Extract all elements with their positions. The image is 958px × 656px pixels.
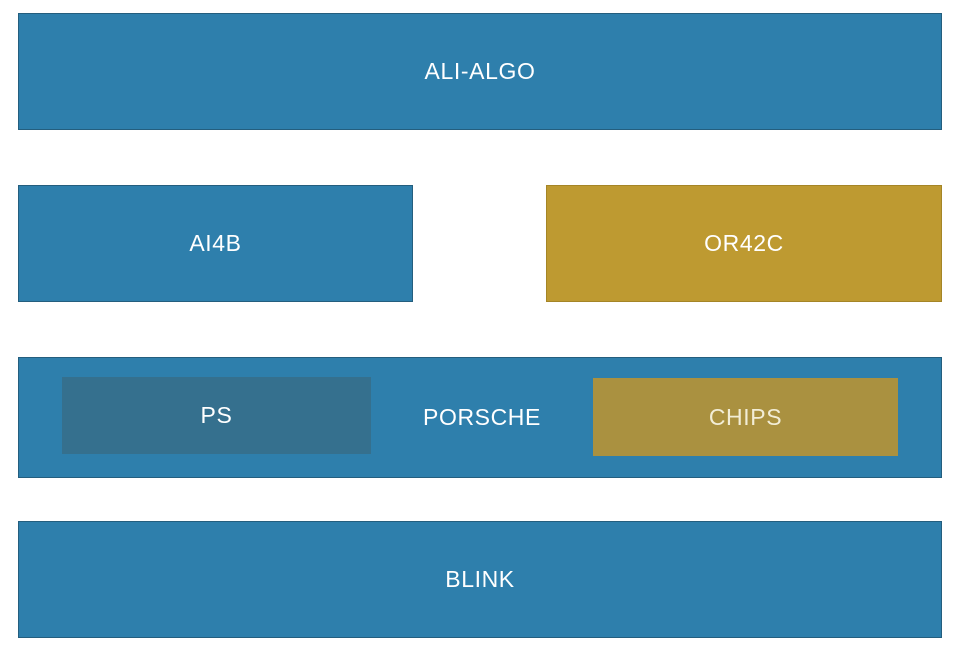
ali-algo-label: ALI-ALGO	[424, 58, 536, 84]
ali-algo-block: ALI-ALGO	[18, 13, 942, 130]
chips-block: CHIPS	[593, 378, 898, 456]
ps-label: PS	[200, 402, 233, 428]
ai4b-block: AI4B	[18, 185, 413, 302]
ps-block: PS	[62, 377, 371, 454]
ai4b-label: AI4B	[189, 230, 242, 256]
blink-label: BLINK	[445, 566, 515, 592]
or42c-block: OR42C	[546, 185, 942, 302]
or42c-label: OR42C	[704, 230, 784, 256]
porsche-label: PORSCHE	[423, 404, 541, 430]
blink-block: BLINK	[18, 521, 942, 638]
chips-label: CHIPS	[708, 403, 783, 430]
porsche-bar: PS PORSCHE CHIPS	[18, 357, 942, 478]
